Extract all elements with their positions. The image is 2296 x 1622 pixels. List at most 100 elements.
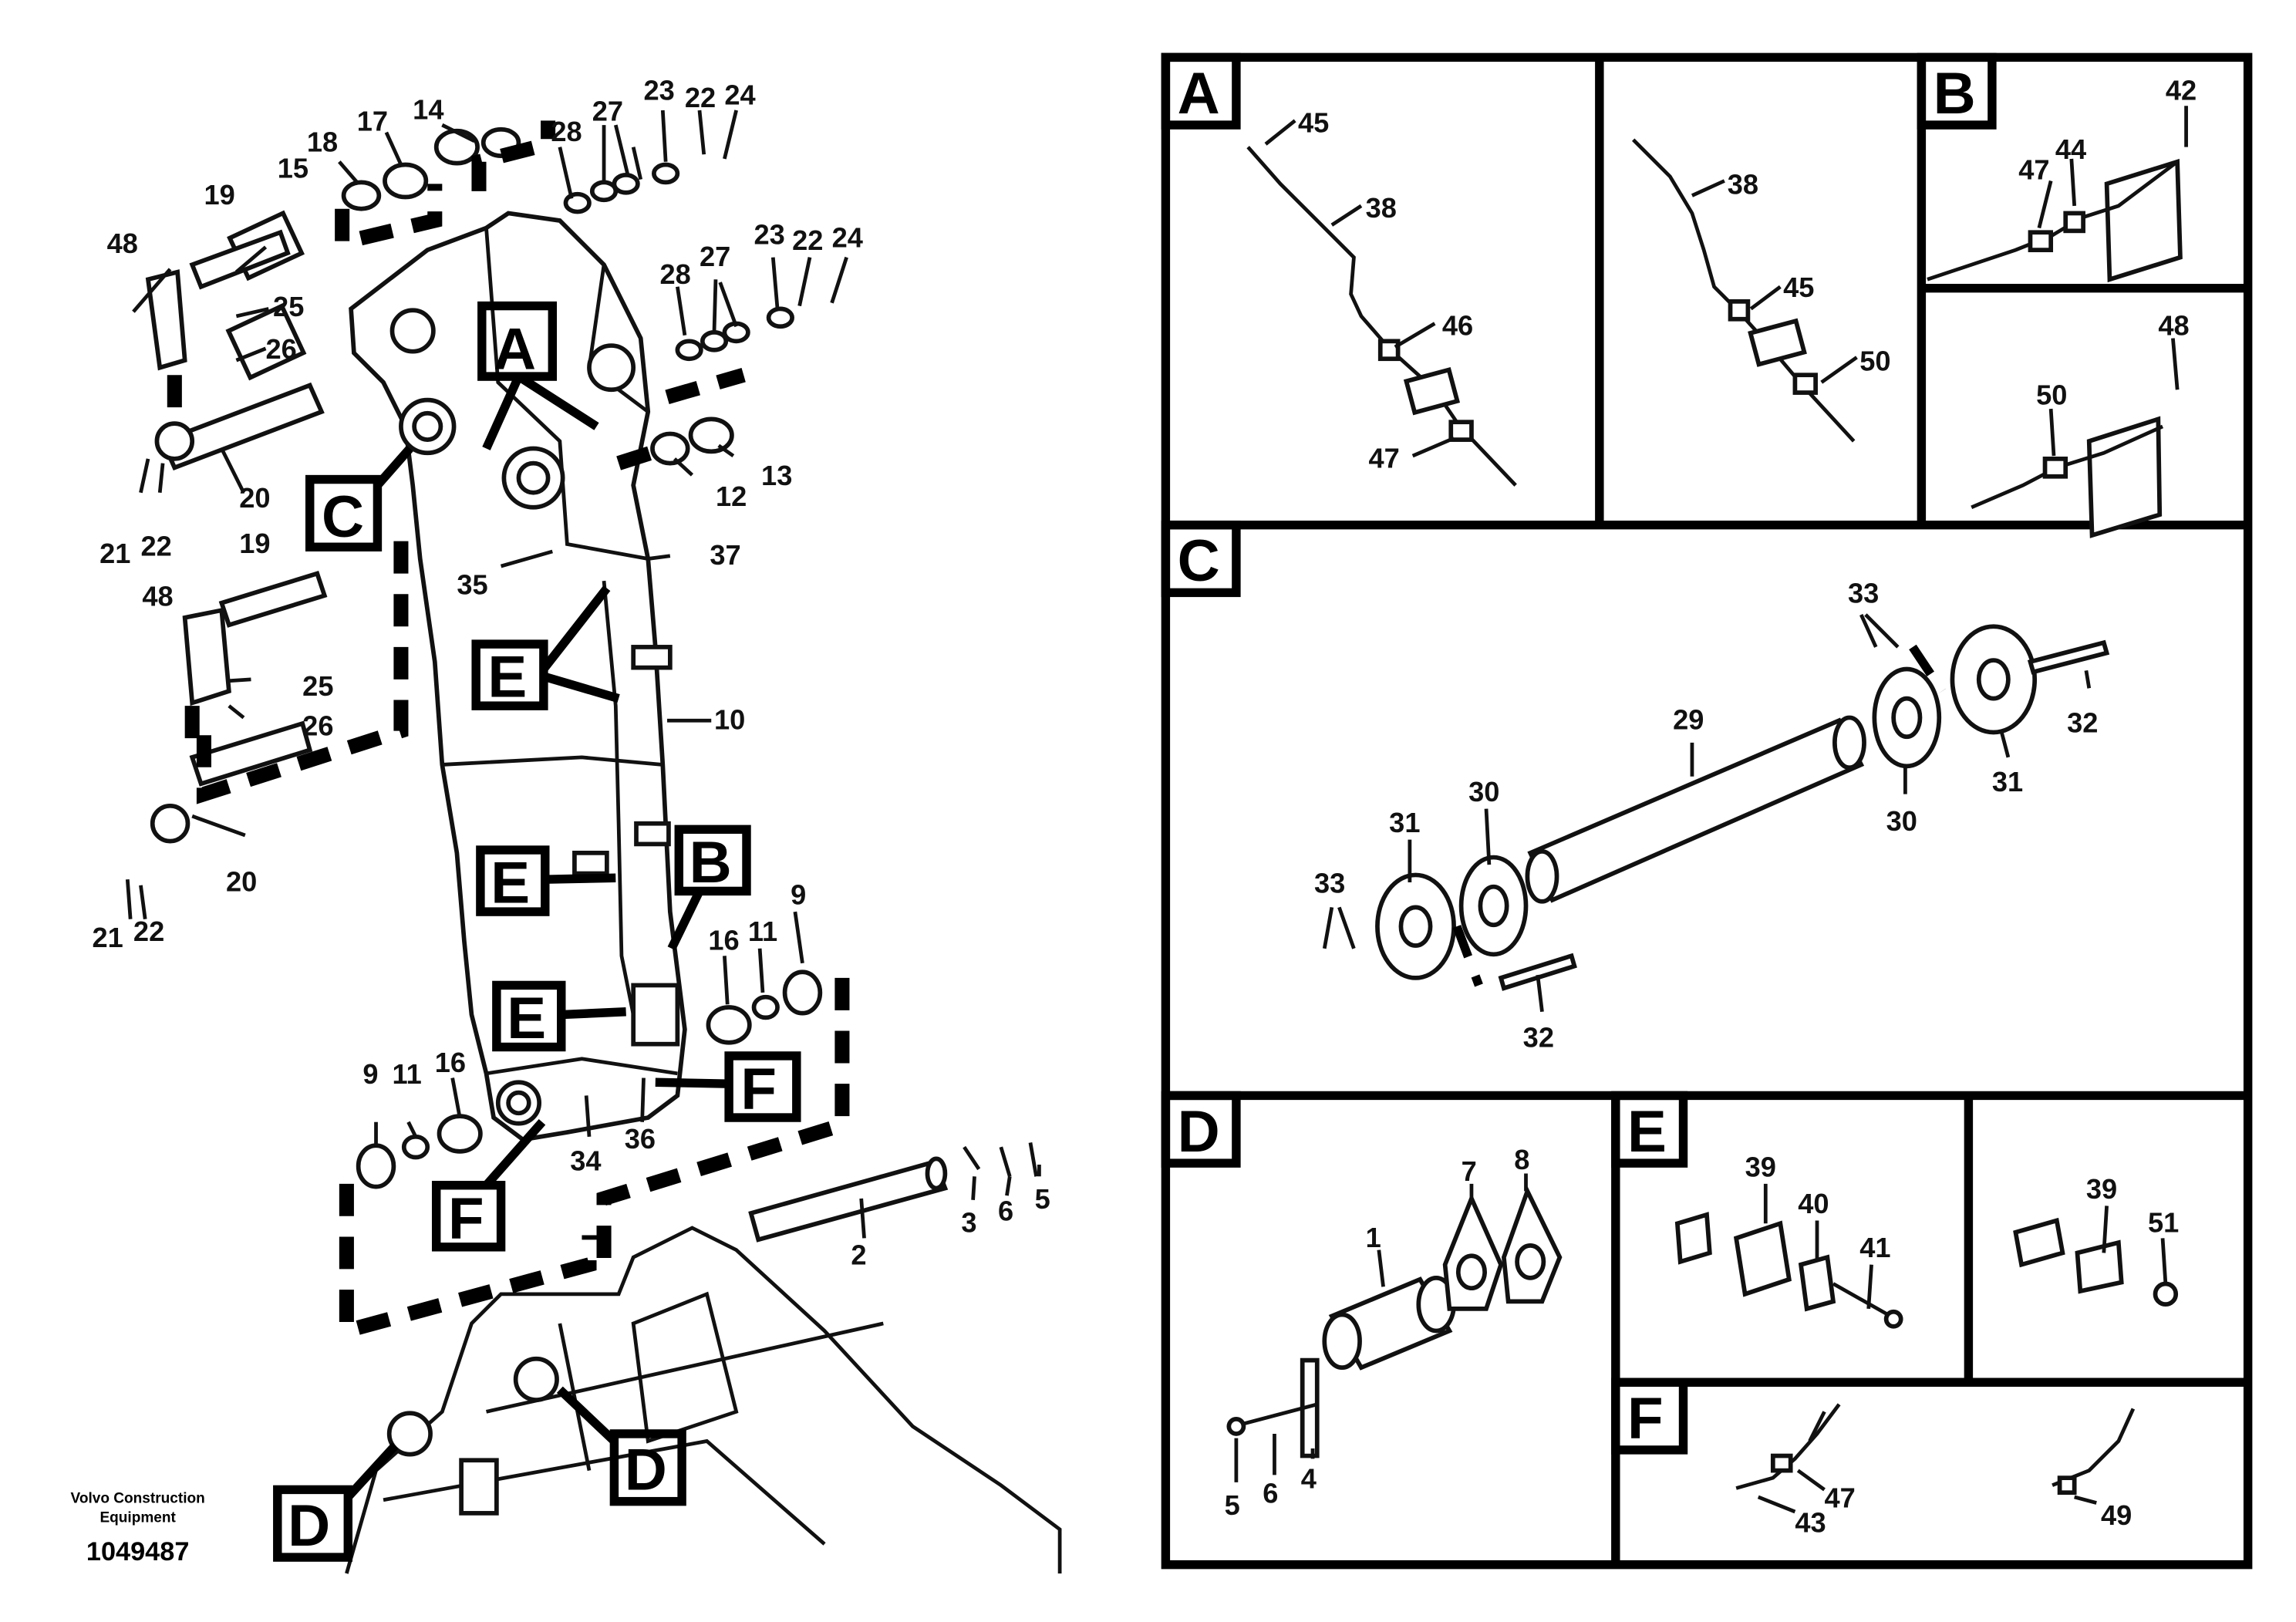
panel-b-callouts: 42 47 44 48 50 [2018,75,2197,411]
svg-text:A: A [1178,61,1220,126]
svg-text:38: 38 [1366,192,1397,224]
svg-text:B: B [1934,61,1976,126]
panel-c-callouts: 33 32 29 31 30 30 31 33 32 [1314,578,2098,1054]
panel-e-clamp-assembly [1674,1183,2179,1329]
callout: 22 [133,916,164,947]
main-detail-references: A C E E B E F F D D [273,301,801,1562]
detail-ref-c: C [322,484,364,550]
svg-text:41: 41 [1859,1232,1890,1263]
callout: 12 [716,481,747,512]
svg-text:39: 39 [2086,1173,2117,1205]
callout: 35 [457,568,487,600]
svg-text:39: 39 [1745,1151,1776,1182]
callout: 34 [570,1145,601,1177]
svg-text:45: 45 [1298,107,1329,139]
panel-a-hoses [1246,119,1858,487]
callout: 37 [710,539,740,571]
svg-text:29: 29 [1673,704,1704,736]
svg-text:48: 48 [2158,310,2189,342]
svg-text:1: 1 [1366,1222,1381,1253]
callout: 24 [724,79,755,110]
callout: 22 [792,224,823,256]
panel-c-tab: C [1161,520,1241,598]
detail-ref-f-1: F [740,1057,777,1122]
callout: 13 [761,460,792,491]
panel-a-callouts: 45 38 46 47 38 45 50 [1298,107,1891,474]
callout: 18 [307,126,338,157]
svg-text:4: 4 [1301,1462,1317,1494]
callout: 15 [278,153,308,184]
svg-text:D: D [1178,1099,1220,1165]
svg-text:47: 47 [1825,1482,1856,1513]
callout: 16 [708,925,739,956]
panel-f-tab: F [1611,1378,1688,1455]
callout: 28 [551,116,582,147]
panel-f-callouts: 47 43 49 [1795,1482,2132,1538]
callout: 17 [357,106,388,137]
callout: 26 [302,710,333,741]
callout: 23 [754,218,785,250]
svg-text:45: 45 [1783,271,1814,303]
callout: 9 [791,879,806,911]
panel-d-tab: D [1161,1091,1241,1168]
svg-text:50: 50 [1859,345,1890,376]
panel-f-connectors [1735,1403,2136,1514]
svg-text:C: C [1178,528,1220,594]
callout: 26 [266,333,297,365]
callout: 20 [239,482,270,514]
detail-ref-d-1: D [625,1437,667,1502]
svg-text:47: 47 [2018,154,2049,186]
detail-ref-d-2: D [288,1493,330,1559]
callout: 27 [700,241,730,272]
detail-ref-a: A [494,317,536,383]
svg-text:F: F [1627,1386,1664,1452]
callout: 21 [93,922,123,953]
svg-text:38: 38 [1728,169,1758,201]
detail-ref-e-3: E [507,986,546,1051]
callout: 6 [998,1195,1013,1226]
callout: 5 [1035,1183,1050,1215]
callout: 25 [273,291,304,322]
callout: 2 [851,1239,866,1271]
callout: 48 [142,581,173,612]
svg-text:30: 30 [1886,805,1917,837]
callout: 3 [961,1207,976,1239]
callout: 23 [644,75,675,106]
svg-text:31: 31 [1389,807,1420,838]
callout: 19 [204,179,234,211]
main-leaders [125,110,1041,1239]
callout: 10 [714,704,745,736]
detail-ref-f-2: F [448,1185,484,1251]
panel-e-callouts: 39 40 41 39 51 [1745,1151,2180,1263]
callout: 20 [226,865,257,897]
svg-text:46: 46 [1442,310,1473,342]
svg-text:32: 32 [1523,1022,1554,1054]
svg-text:32: 32 [2067,706,2098,738]
boom-assembly-drawing [145,120,1062,1574]
panel-b-tab: B [1917,52,1997,130]
svg-text:6: 6 [1263,1478,1278,1509]
svg-text:43: 43 [1795,1507,1826,1539]
callout: 22 [140,531,171,562]
main-callouts: 14 17 18 15 19 48 25 26 20 21 22 23 27 2… [93,75,1050,1271]
svg-text:47: 47 [1368,442,1399,474]
callout: 21 [99,538,130,569]
footer: Volvo Construction Equipment 1049487 [71,1491,205,1566]
callout: 28 [660,258,691,290]
panel-d-callouts: 7 8 1 5 6 4 [1225,1144,1530,1521]
maker-name: Volvo Construction [71,1491,205,1507]
callout: 14 [413,93,443,125]
svg-text:44: 44 [2055,133,2086,165]
svg-text:7: 7 [1462,1155,1477,1187]
callout: 16 [435,1047,466,1078]
detail-ref-e-2: E [491,851,530,916]
callout: 25 [302,670,333,702]
callout: 27 [592,95,623,126]
callout: 22 [685,82,716,113]
svg-text:30: 30 [1468,776,1499,808]
callout: 19 [239,528,270,559]
document-number: 1049487 [86,1537,190,1566]
maker-name-2: Equipment [99,1509,176,1526]
callout: 11 [392,1058,421,1090]
panel-a-tab: A [1161,52,1241,130]
